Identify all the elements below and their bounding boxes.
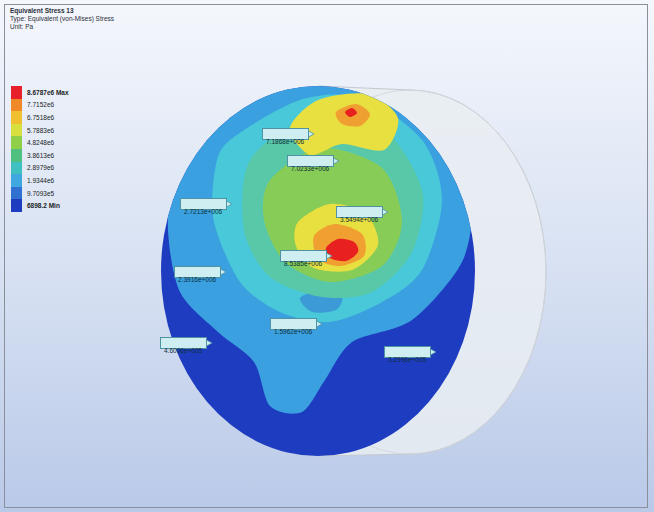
- probe-value: 4.6006e+005: [164, 347, 202, 355]
- legend-value: 2.8979e6: [27, 164, 54, 171]
- result-info: Unit: Pa: [10, 23, 114, 31]
- legend-swatch: [11, 86, 22, 99]
- probe-value: 1.5962e+006: [274, 328, 312, 336]
- legend-row: 2.8979e6: [11, 162, 69, 175]
- probe-value: 7.0233e+006: [291, 165, 329, 173]
- legend: 8.6787e6 Max 7.7152e6 6.7518e6 5.7883e6 4.82…: [11, 86, 69, 212]
- probe-label: 2.7213e+006: [180, 198, 227, 210]
- legend-swatch: [11, 111, 22, 124]
- stress-contour: [168, 84, 473, 414]
- probe-value: 3.5494e+006: [340, 216, 378, 224]
- legend-row: 8.6787e6 Max: [11, 86, 69, 99]
- legend-value: 8.6787e6 Max: [27, 89, 69, 96]
- probe-pointer: [431, 349, 437, 355]
- probe-label: 3.5494e+006: [336, 206, 383, 218]
- legend-swatch: [11, 199, 22, 212]
- probe-pointer: [207, 340, 213, 346]
- stress-contour: [336, 104, 371, 127]
- legend-value: 7.7152e6: [27, 101, 54, 108]
- probe-label: 8.5385e+006: [280, 250, 327, 262]
- result-title: Equivalent Stress 13: [10, 7, 114, 15]
- legend-row: 5.7883e6: [11, 124, 69, 137]
- legend-value: 5.7883e6: [27, 127, 54, 134]
- probe-label: 3.2996e+005: [384, 346, 431, 358]
- probe-pointer: [383, 209, 389, 215]
- probe-value: 7.1868e+006: [266, 138, 304, 146]
- legend-row: 4.8248e6: [11, 136, 69, 149]
- probe-pointer: [334, 158, 340, 164]
- probe-pointers: [207, 131, 437, 355]
- probe-value: 2.7213e+006: [184, 208, 222, 216]
- probe-value: 3.2996e+005: [388, 356, 426, 364]
- probe-label: 1.5962e+006: [270, 318, 317, 330]
- legend-value: 6.7518e6: [27, 114, 54, 121]
- contour-group: [168, 84, 473, 414]
- legend-swatch: [11, 174, 22, 187]
- probe-pointer: [227, 201, 233, 207]
- stress-contour: [263, 148, 402, 282]
- legend-row: 6898.2 Min: [11, 199, 69, 212]
- probe-label: 7.1868e+006: [262, 128, 309, 140]
- stress-contour: [326, 239, 359, 261]
- legend-swatch: [11, 149, 22, 162]
- legend-row: 1.9344e6: [11, 174, 69, 187]
- result-info: Type: Equivalent (von-Mises) Stress: [10, 15, 114, 23]
- legend-swatch: [11, 162, 22, 175]
- legend-value: 9.7093e5: [27, 190, 54, 197]
- probe-value: 2.3916e+006: [178, 276, 216, 284]
- header-block: Equivalent Stress 13Type: Equivalent (vo…: [10, 7, 114, 31]
- legend-swatch: [11, 136, 22, 149]
- legend-row: 7.7152e6: [11, 99, 69, 112]
- legend-value: 1.9344e6: [27, 177, 54, 184]
- probe-label: 2.3916e+006: [174, 266, 221, 278]
- legend-swatch: [11, 99, 22, 112]
- legend-swatch: [11, 187, 22, 200]
- stress-contour: [345, 108, 357, 117]
- legend-row: 6.7518e6: [11, 111, 69, 124]
- legend-row: 9.7093e5: [11, 187, 69, 200]
- legend-row: 3.8613e6: [11, 149, 69, 162]
- legend-swatch: [11, 124, 22, 137]
- probe-pointer: [327, 253, 333, 259]
- legend-value: 3.8613e6: [27, 152, 54, 159]
- probe-value: 8.5385e+006: [284, 260, 322, 268]
- probe-label: 7.0233e+006: [287, 155, 334, 167]
- legend-value: 4.8248e6: [27, 139, 54, 146]
- probe-pointer: [309, 131, 315, 137]
- probe-pointer: [221, 269, 227, 275]
- legend-value: 6898.2 Min: [27, 202, 60, 209]
- probe-pointer: [317, 321, 323, 327]
- stress-contour: [290, 93, 398, 155]
- probe-label: 4.6006e+005: [160, 337, 207, 349]
